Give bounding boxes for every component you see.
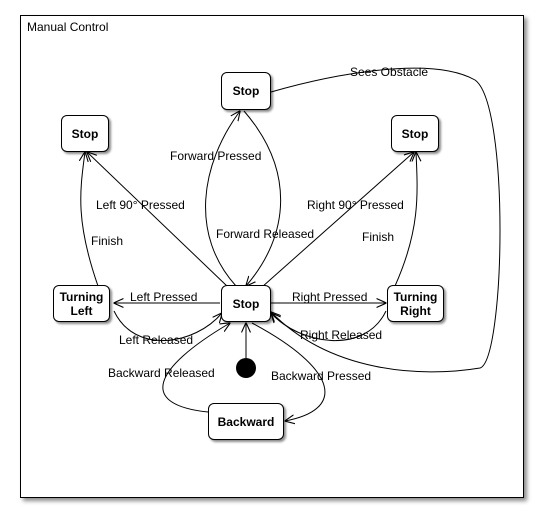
label-forward-released: Forward Released	[216, 227, 314, 241]
initial-state-dot	[236, 358, 256, 378]
transition-backward-released	[162, 323, 230, 413]
transition-right-released	[271, 310, 387, 342]
label-right-90-pressed: Right 90° Pressed	[307, 198, 404, 212]
state-stop-top-right-label: Stop	[401, 126, 429, 141]
transition-forward-pressed	[205, 111, 240, 287]
transition-sees-obstacle	[271, 67, 501, 373]
label-sees-obstacle: Sees Obstacle	[350, 65, 428, 79]
transition-left-90-pressed	[87, 152, 229, 288]
label-backward-pressed: Backward Pressed	[271, 369, 371, 383]
transition-left-released	[113, 310, 222, 342]
label-backward-released: Backward Released	[108, 366, 215, 380]
state-stop-center-label: Stop	[232, 296, 260, 311]
label-left-90-pressed: Left 90° Pressed	[96, 198, 185, 212]
label-left-pressed: Left Pressed	[130, 290, 197, 304]
label-right-released: Right Released	[300, 328, 382, 342]
state-stop-top-right[interactable]: Stop	[391, 115, 439, 152]
state-backward-label: Backward	[217, 414, 275, 429]
state-stop-top-label: Stop	[232, 84, 260, 98]
label-right-pressed: Right Pressed	[292, 290, 367, 304]
label-left-released: Left Released	[119, 333, 193, 347]
frame-title: Manual Control	[27, 20, 109, 34]
state-stop-center[interactable]: Stop	[221, 285, 271, 322]
label-finish-right: Finish	[362, 230, 394, 244]
state-backward[interactable]: Backward	[208, 403, 284, 440]
transition-right-90-pressed	[261, 152, 414, 288]
label-forward-pressed: Forward Pressed	[170, 149, 261, 163]
transition-backward-pressed	[251, 322, 326, 421]
transition-forward-released	[243, 110, 282, 286]
state-stop-top-left-label: Stop	[71, 126, 99, 141]
transition-finish-right	[394, 152, 417, 287]
label-finish-left: Finish	[91, 234, 123, 248]
state-stop-top-left[interactable]: Stop	[61, 115, 109, 152]
transition-finish-left	[81, 152, 99, 287]
state-stop-top[interactable]: Stop	[221, 72, 271, 110]
